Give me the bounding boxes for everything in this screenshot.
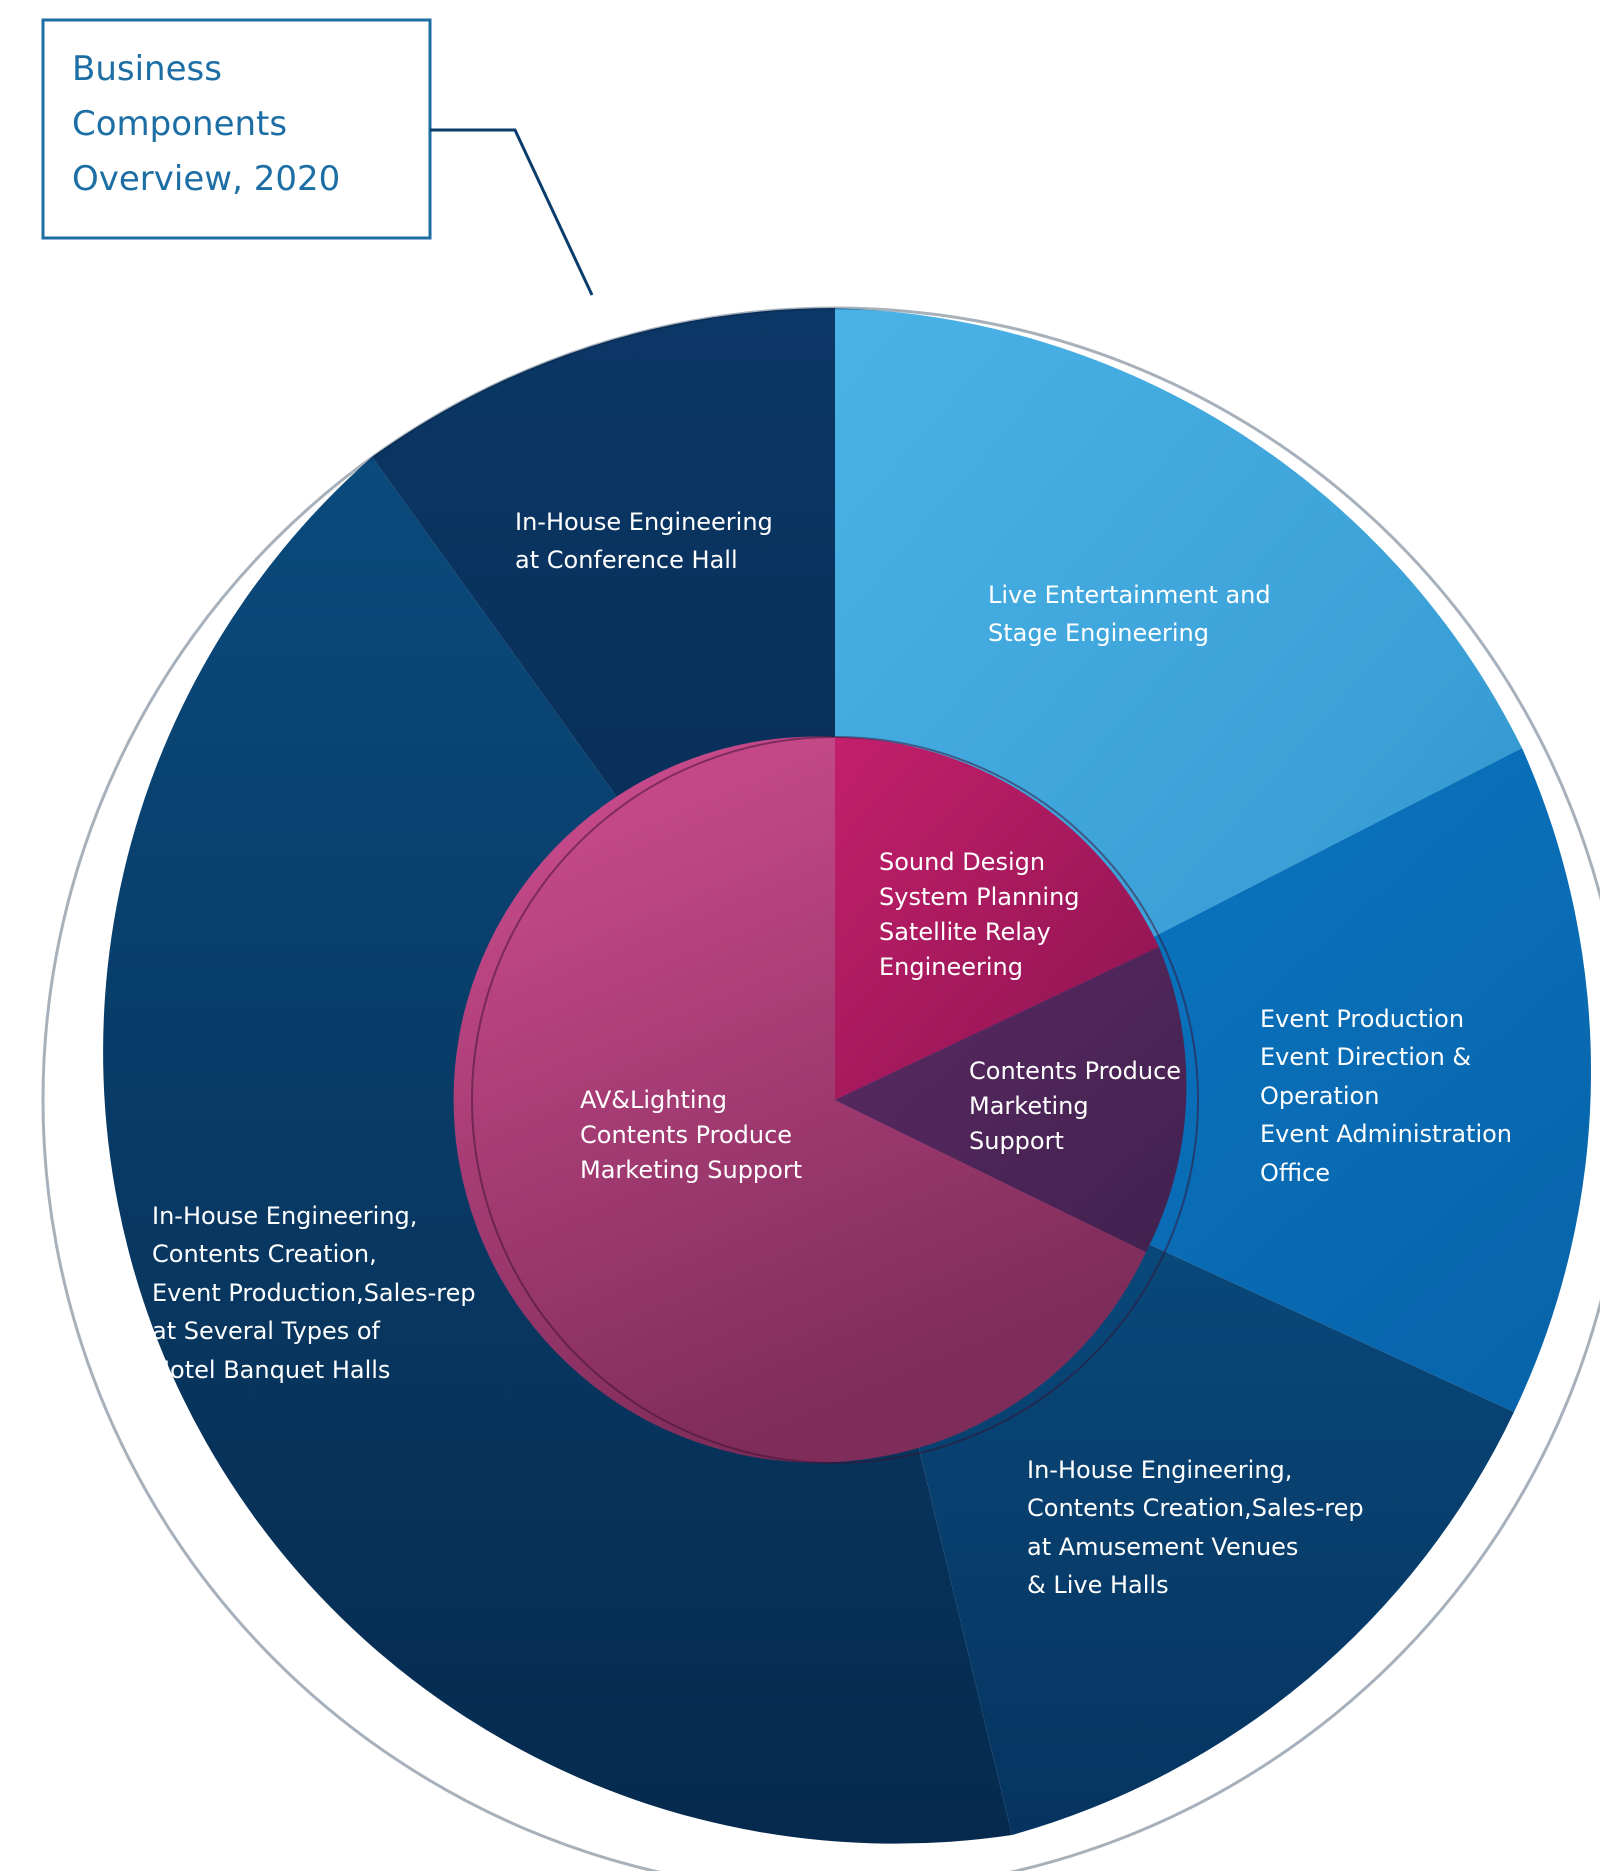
title-line: Business bbox=[72, 49, 222, 89]
label-line: Engineering bbox=[879, 953, 1023, 981]
label-line: Event Direction & bbox=[1260, 1043, 1471, 1071]
label-line: Operation bbox=[1260, 1082, 1379, 1110]
label-line: Sound Design bbox=[879, 848, 1045, 876]
inner-circle bbox=[453, 736, 1199, 1464]
label-line: at Amusement Venues bbox=[1027, 1533, 1298, 1561]
label-line: Support bbox=[969, 1127, 1064, 1155]
segment-av-lighting bbox=[453, 736, 1146, 1463]
label-line: Marketing bbox=[969, 1092, 1089, 1120]
label-line: Event Production,Sales-rep bbox=[152, 1279, 476, 1307]
label-hotel-banquet: In-House Engineering, Contents Creation,… bbox=[152, 1202, 483, 1384]
label-av-lighting: AV&Lighting Contents Produce Marketing S… bbox=[580, 1086, 802, 1184]
label-line: at Conference Hall bbox=[515, 546, 738, 574]
title-line: Overview, 2020 bbox=[72, 159, 340, 199]
label-contents-marketing: Contents Produce Marketing Support bbox=[969, 1057, 1189, 1155]
label-live-entertainment: Live Entertainment and Stage Engineering bbox=[988, 581, 1278, 647]
label-line: In-House Engineering, bbox=[1027, 1456, 1292, 1484]
title-box bbox=[41, 18, 432, 240]
title-line: Components bbox=[72, 104, 287, 144]
label-line: Contents Creation,Sales-rep bbox=[1027, 1494, 1364, 1522]
label-line: Event Production bbox=[1260, 1005, 1464, 1033]
label-line: Satellite Relay bbox=[879, 918, 1051, 946]
title-leader-line bbox=[430, 128, 594, 296]
label-amusement-venues: In-House Engineering, Contents Creation,… bbox=[1027, 1456, 1371, 1599]
label-line: In-House Engineering, bbox=[152, 1202, 417, 1230]
label-line: Hotel Banquet Halls bbox=[152, 1356, 390, 1384]
label-sound-design: Sound Design System Planning Satellite R… bbox=[879, 848, 1087, 981]
segment-event-production bbox=[835, 748, 1592, 1412]
label-line: Office bbox=[1260, 1159, 1330, 1187]
label-line: Contents Produce bbox=[969, 1057, 1181, 1085]
label-line: at Several Types of bbox=[152, 1317, 381, 1345]
title-callout: Business Components Overview, 2020 bbox=[41, 18, 594, 296]
segment-sound-design bbox=[835, 737, 1159, 1100]
title-text: Business Components Overview, 2020 bbox=[72, 49, 340, 199]
segment-contents-marketing bbox=[835, 947, 1187, 1252]
inner-circle-edge bbox=[471, 736, 1199, 1464]
label-line: Contents Creation, bbox=[152, 1240, 377, 1268]
label-line: Stage Engineering bbox=[988, 619, 1209, 647]
label-event-production: Event Production Event Direction & Opera… bbox=[1260, 1005, 1520, 1187]
label-line: AV&Lighting bbox=[580, 1086, 727, 1114]
label-line: Marketing Support bbox=[580, 1156, 802, 1184]
label-line: & Live Halls bbox=[1027, 1571, 1169, 1599]
label-line: Live Entertainment and bbox=[988, 581, 1271, 609]
outer-ring-edge bbox=[41, 306, 1600, 1871]
label-line: Contents Produce bbox=[580, 1121, 792, 1149]
label-line: System Planning bbox=[879, 883, 1080, 911]
label-line: Event Administration bbox=[1260, 1120, 1512, 1148]
label-conference-hall: In-House Engineering at Conference Hall bbox=[515, 508, 780, 574]
label-line: In-House Engineering bbox=[515, 508, 773, 536]
